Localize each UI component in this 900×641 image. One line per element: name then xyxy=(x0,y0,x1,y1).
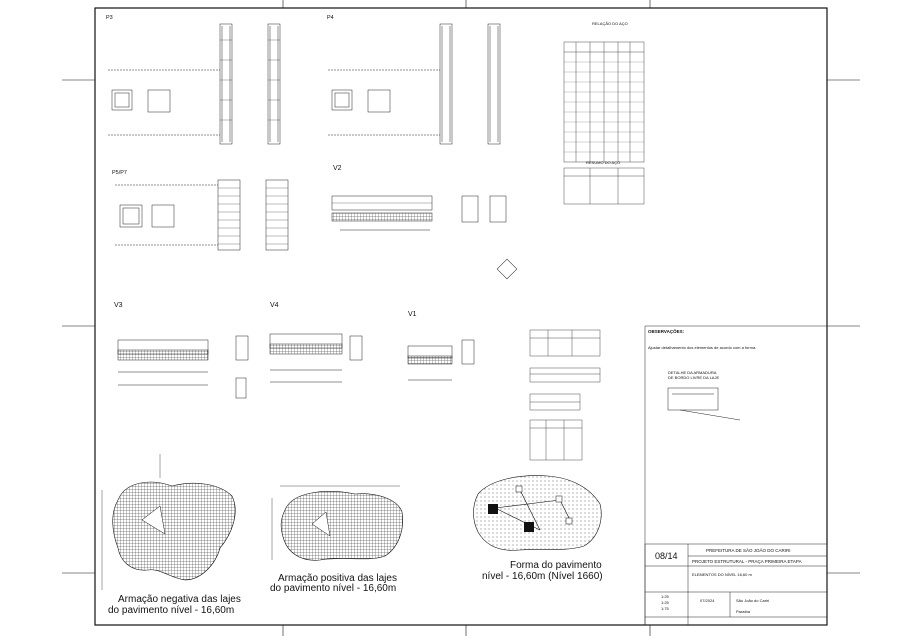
steel-summary-title: RESUMO DO AÇO xyxy=(586,160,621,165)
detail-caption-line2: DE BORDO LIVRE DA LAJE xyxy=(668,375,720,380)
observations-title: OBSERVAÇÕES: xyxy=(648,329,685,334)
scale-2: 1:25 xyxy=(661,600,669,605)
project-name: PROJETO ESTRUTURAL - PRAÇA PRIMEIRA ETAP… xyxy=(692,559,802,564)
v3-detail xyxy=(117,335,249,399)
p4-detail xyxy=(328,23,501,145)
p5p7-detail xyxy=(115,179,289,251)
scale-3: 1:75 xyxy=(661,606,669,611)
label-v1: V1 xyxy=(408,311,417,318)
negative-title-line2: do pavimento nível - 16,60m xyxy=(108,605,235,616)
steel-relation-title: RELAÇÃO DO AÇO xyxy=(592,21,628,26)
label-p4: P4 xyxy=(327,15,334,21)
label-v2: V2 xyxy=(333,165,342,172)
positive-slab-plan xyxy=(271,485,403,561)
state: Paraíba xyxy=(736,609,751,614)
location: São João do Cariri xyxy=(736,598,770,603)
label-p3: P3 xyxy=(106,15,113,21)
v1-detail xyxy=(407,339,475,381)
label-p5p7: P5/P7 xyxy=(112,170,127,176)
form-title-line2: nível - 16,60m (Nível 1660) xyxy=(482,571,603,582)
sheet-number: 08/14 xyxy=(655,551,678,561)
mid-tables xyxy=(529,329,601,461)
positive-title-line2: do pavimento nível - 16,60m xyxy=(270,583,397,594)
title-block xyxy=(644,543,828,626)
date: 07/2024 xyxy=(700,598,715,603)
negative-title-line1: Armação negativa das lajes xyxy=(118,594,241,605)
client-name: PREFEITURA DE SÃO JOÃO DO CARIRI xyxy=(706,548,791,553)
border-ticks xyxy=(62,0,860,636)
form-title-line1: Forma do pavimento xyxy=(510,560,602,571)
negative-slab-plan xyxy=(101,454,236,590)
formwork-plan xyxy=(473,475,602,551)
sheet-border xyxy=(94,7,828,626)
label-v3: V3 xyxy=(114,302,123,309)
detail-caption-line1: DETALHE DA ARMADURA xyxy=(668,370,717,375)
content-name: ELEMENTOS DO NÍVEL 16,60 m xyxy=(692,572,752,577)
steel-table xyxy=(563,41,645,205)
label-v4: V4 xyxy=(270,302,279,309)
v2-detail xyxy=(331,195,518,280)
v4-detail xyxy=(269,333,363,383)
scale-1: 1:25 xyxy=(661,594,669,599)
observations-text: Ajustar detalhamento dos elementos de ac… xyxy=(648,345,757,350)
p3-detail xyxy=(108,23,281,145)
positive-title-line1: Armação positiva das lajes xyxy=(278,573,397,584)
